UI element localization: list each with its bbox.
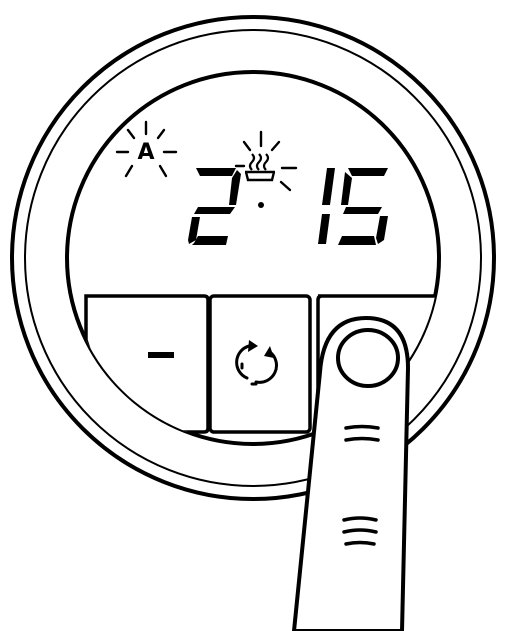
mode-button[interactable] (210, 296, 310, 432)
minus-icon (148, 352, 174, 358)
mode-letter: A (137, 140, 154, 165)
